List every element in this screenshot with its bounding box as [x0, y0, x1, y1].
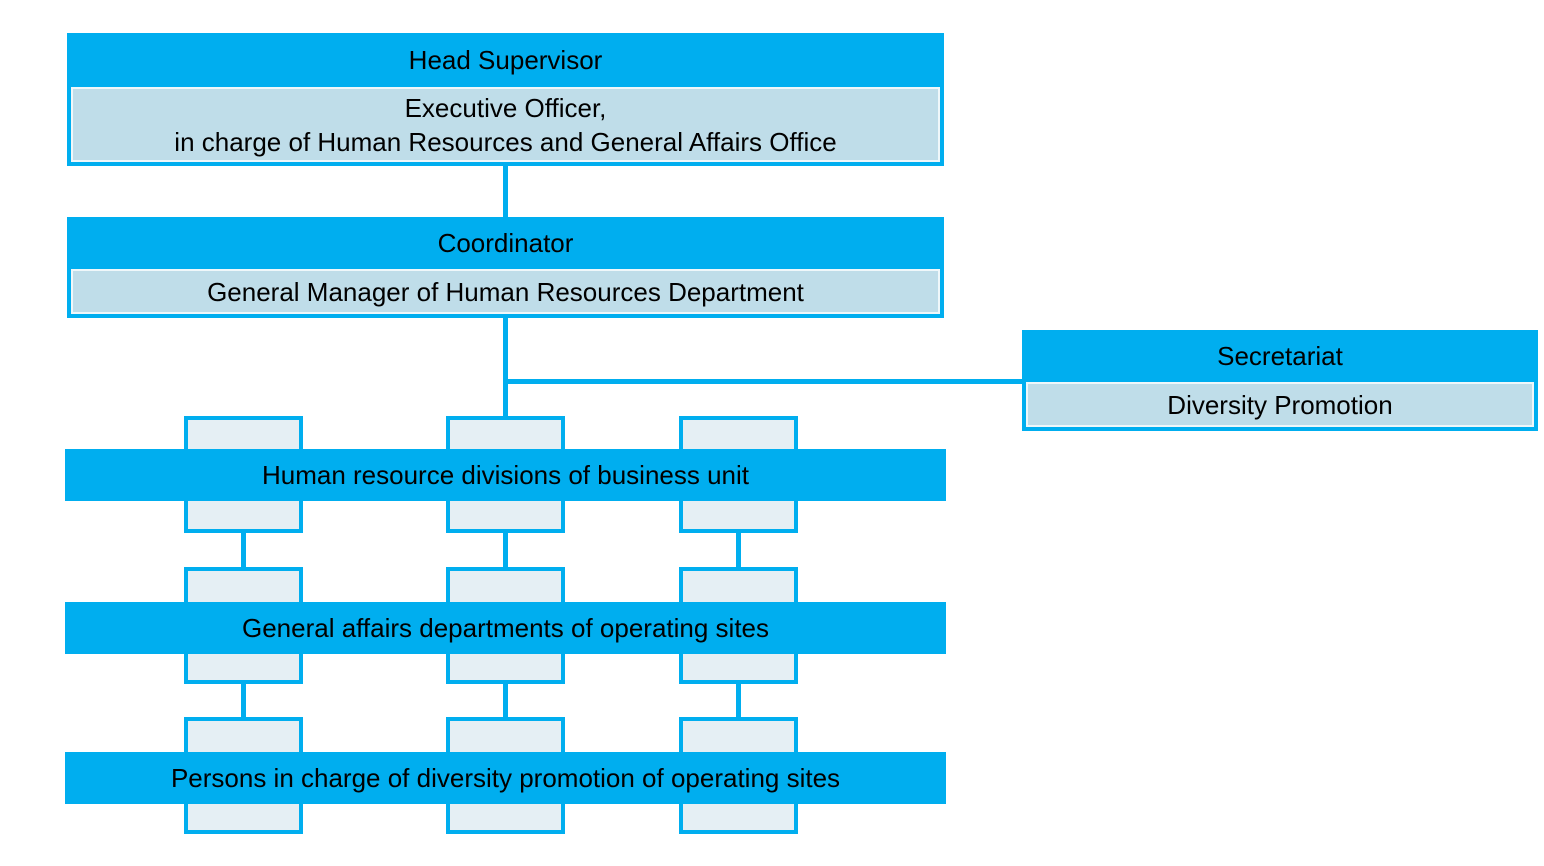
secretariat-title: Secretariat	[1217, 341, 1343, 371]
head-supervisor-title: Head Supervisor	[408, 45, 603, 75]
level-bar-general-affairs: General affairs departments of operating…	[65, 602, 946, 654]
coordinator-box: Coordinator General Manager of Human Res…	[67, 217, 944, 318]
head-supervisor-detail-line2: in charge of Human Resources and General…	[174, 126, 837, 157]
connector-head-to-coordinator	[503, 165, 508, 218]
coordinator-detail: General Manager of Human Resources Depar…	[71, 269, 940, 314]
coordinator-title: Coordinator	[437, 228, 574, 258]
connector-level2-level3-col1	[241, 681, 246, 721]
connector-coordinator-to-secretariat	[505, 379, 1022, 384]
connector-level2-level3-col3	[736, 681, 741, 721]
level-bar-label: Human resource divisions of business uni…	[261, 459, 750, 490]
level-bar-business-unit-hr: Human resource divisions of business uni…	[65, 449, 946, 501]
connector-coordinator-to-level1	[503, 317, 508, 418]
head-supervisor-box: Head Supervisor Executive Officer, in ch…	[67, 33, 944, 166]
connector-level2-level3-col2	[503, 681, 508, 721]
level-bar-label: General affairs departments of operating…	[241, 612, 770, 643]
head-supervisor-detail: Executive Officer, in charge of Human Re…	[71, 87, 940, 162]
secretariat-detail: Diversity Promotion	[1026, 382, 1534, 427]
connector-level1-level2-col1	[241, 530, 246, 570]
secretariat-box: Secretariat Diversity Promotion	[1022, 330, 1538, 431]
head-supervisor-detail-line1: Executive Officer,	[404, 92, 607, 123]
level-bar-label: Persons in charge of diversity promotion…	[170, 762, 841, 793]
level-bar-persons-in-charge: Persons in charge of diversity promotion…	[65, 752, 946, 804]
connector-level1-level2-col3	[736, 530, 741, 570]
connector-level1-level2-col2	[503, 530, 508, 570]
